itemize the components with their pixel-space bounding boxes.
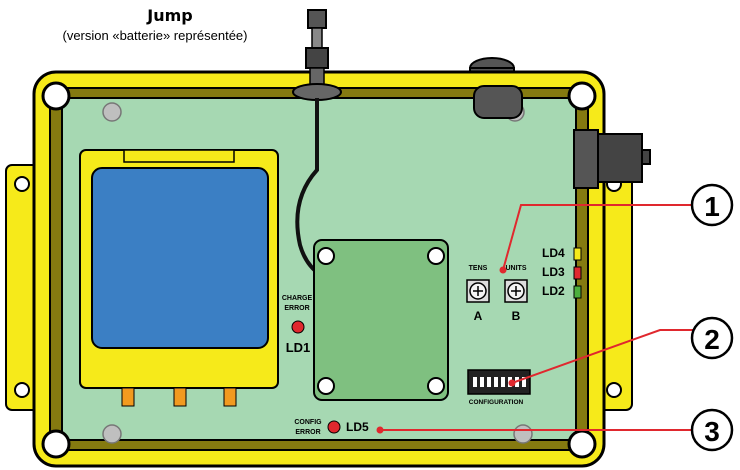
switch-b-label: B bbox=[512, 309, 521, 323]
callout-dots bbox=[376, 266, 516, 434]
callout-2-number: 2 bbox=[704, 324, 720, 355]
battery-pack bbox=[79, 149, 279, 407]
diagram-title: Jump bbox=[147, 6, 193, 25]
charge-error-text-2: ERROR bbox=[284, 305, 309, 312]
callout-3-number: 3 bbox=[704, 416, 720, 447]
charge-error-text-1: CHARGE bbox=[282, 295, 313, 302]
tens-label: TENS bbox=[469, 265, 488, 272]
ld1-led bbox=[291, 320, 305, 334]
callout-lines bbox=[380, 204, 700, 431]
configuration-label: CONFIGURATION bbox=[469, 399, 524, 406]
inner-gland bbox=[473, 85, 523, 119]
diagram-subtitle: (version «batterie» représentée) bbox=[62, 28, 248, 43]
ld4-label: LD4 bbox=[542, 246, 565, 260]
radio-module bbox=[313, 239, 449, 401]
right-connector bbox=[573, 129, 651, 189]
configuration-dip-switch bbox=[467, 369, 531, 395]
callout-2: 2 bbox=[690, 316, 734, 360]
ld4-led bbox=[573, 247, 582, 261]
switch-b bbox=[504, 279, 528, 303]
units-label: UNITS bbox=[506, 265, 527, 272]
config-error-text-2: ERROR bbox=[295, 429, 320, 436]
callout-3: 3 bbox=[690, 408, 734, 452]
ld3-led bbox=[573, 266, 582, 280]
callout-1: 1 bbox=[690, 183, 734, 227]
switch-a bbox=[466, 279, 490, 303]
ld5-led bbox=[327, 420, 341, 434]
corner-screws bbox=[41, 81, 597, 459]
ld1-label: LD1 bbox=[286, 340, 311, 355]
ld2-label: LD2 bbox=[542, 284, 565, 298]
ld2-led bbox=[573, 285, 582, 299]
callout-1-number: 1 bbox=[704, 191, 720, 222]
switch-a-label: A bbox=[474, 309, 483, 323]
ld3-label: LD3 bbox=[542, 265, 565, 279]
config-error-text-1: CONFIG bbox=[294, 419, 322, 426]
ld5-label: LD5 bbox=[346, 420, 369, 434]
